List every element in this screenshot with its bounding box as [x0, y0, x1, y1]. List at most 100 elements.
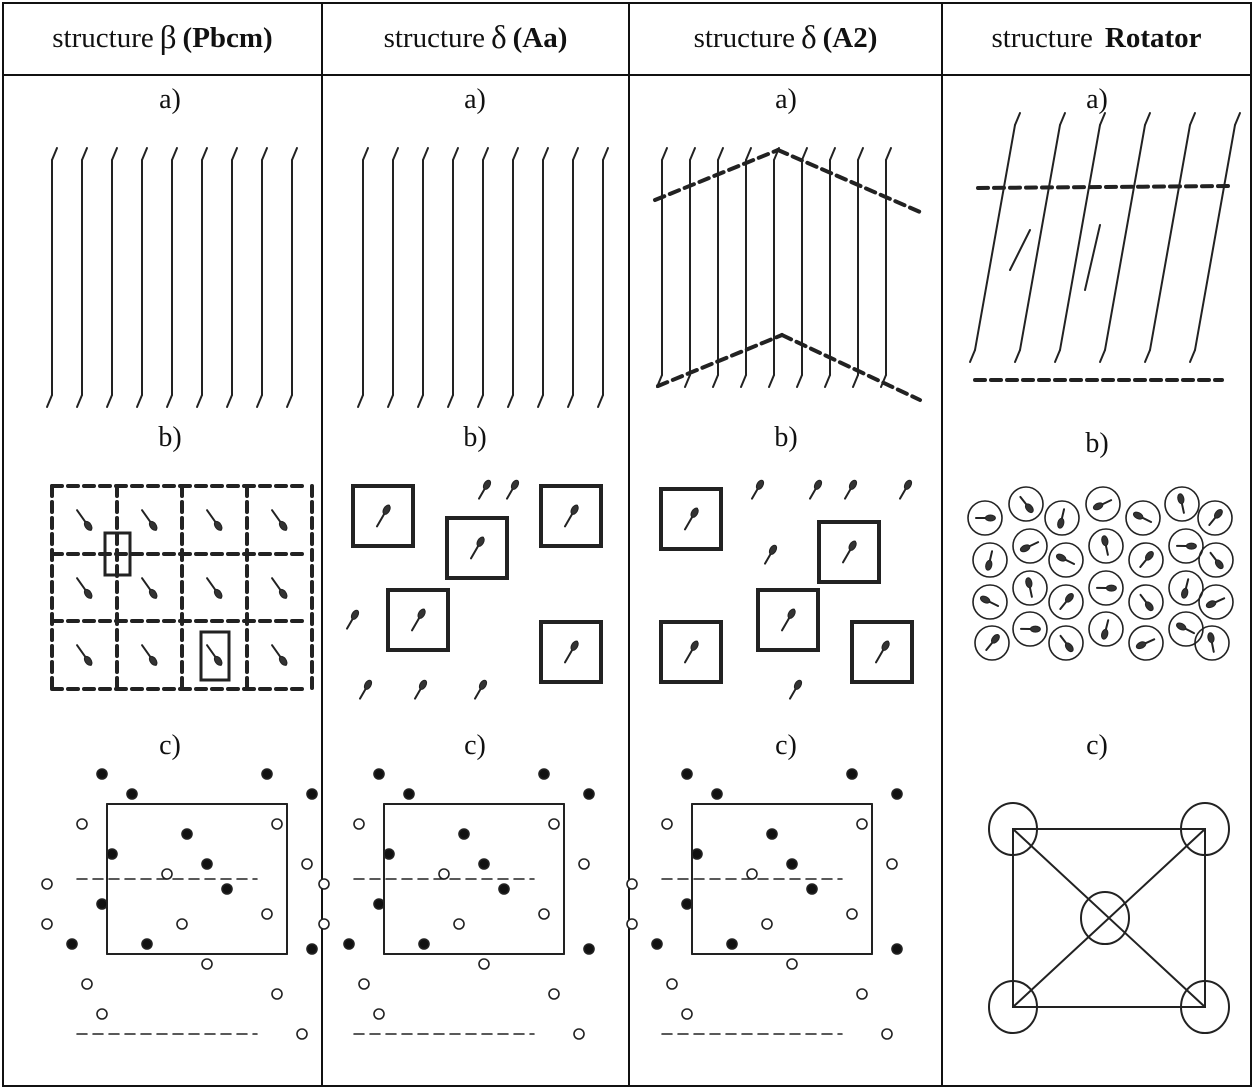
projection-head — [83, 520, 93, 531]
chain-molecule — [447, 147, 459, 408]
projection-head — [768, 544, 778, 555]
chain-end-wing — [1189, 112, 1196, 126]
chain-end-wing — [171, 147, 178, 161]
open-atom — [453, 918, 465, 930]
projection-head — [278, 588, 288, 599]
projection-head — [990, 634, 1000, 644]
chain-molecule — [852, 147, 864, 388]
rotator-disc — [972, 542, 1008, 578]
rotator-arrow — [979, 595, 1000, 607]
open-atom — [661, 818, 673, 830]
rotator-site-circle — [988, 802, 1038, 856]
chain-end-wing — [51, 147, 58, 161]
projection-head — [382, 504, 391, 515]
molecule-projection — [76, 509, 93, 531]
molecule-projection — [506, 479, 520, 500]
chain-end-wing — [829, 147, 836, 161]
projection-head — [1185, 542, 1197, 550]
rotator-arrow — [1096, 584, 1117, 592]
rotator-arrow — [985, 550, 994, 571]
rotator-disc — [967, 500, 1003, 536]
projection-head — [690, 640, 699, 651]
rotator-arrow — [1205, 597, 1226, 609]
open-atom — [538, 908, 550, 920]
open-atom — [318, 918, 330, 930]
molecule-projection — [376, 504, 391, 528]
projection-head — [570, 504, 579, 515]
projection-head — [350, 609, 360, 620]
panel-label-b: b) — [463, 422, 487, 453]
chain-molecule — [357, 147, 369, 408]
column-header-delta-aa: structure δ (Aa) — [322, 2, 629, 74]
unit-cell-box — [539, 620, 603, 684]
chain-molecule — [768, 147, 780, 388]
open-atom — [681, 1008, 693, 1020]
projection-head — [1214, 559, 1224, 570]
projection-head — [1092, 502, 1104, 511]
chain-end-wing — [745, 147, 752, 161]
molecule-projection — [411, 608, 426, 632]
projection-head — [278, 655, 288, 666]
molecule-projection — [684, 640, 699, 664]
chain-end-wing — [969, 349, 976, 363]
header-prefix: structure — [52, 21, 154, 54]
chain-end-wing — [231, 147, 238, 161]
open-atom — [626, 918, 638, 930]
rotator-disc — [1125, 500, 1161, 536]
projection-head — [1055, 553, 1067, 562]
filled-atom — [221, 883, 233, 895]
projection-head — [148, 588, 158, 599]
chain-end-wing — [857, 147, 864, 161]
rotator-disc — [1164, 486, 1200, 522]
filled-atom — [691, 848, 703, 860]
panel-a-rotator-chains — [969, 112, 1241, 382]
chain-end-wing — [1189, 349, 1196, 363]
molecule-projection — [206, 644, 223, 666]
chain-end-wing — [482, 147, 489, 161]
chain-end-wing — [291, 147, 298, 161]
open-atom — [76, 818, 88, 830]
chain-end-wing — [567, 394, 574, 408]
filled-atom — [846, 768, 858, 780]
molecule-projection — [206, 509, 223, 531]
projection-head — [848, 540, 857, 551]
molecule-projection — [751, 479, 765, 500]
column-header-beta-pbcm: structure β (Pbcm) — [3, 2, 322, 74]
chain-kink — [1009, 229, 1031, 271]
filled-atom — [478, 858, 490, 870]
filled-atom — [126, 788, 138, 800]
chain-molecule — [684, 147, 696, 388]
rotator-arrow — [1207, 632, 1215, 653]
rotator-site-circle — [1180, 980, 1230, 1034]
rotator-arrow — [1020, 625, 1041, 633]
chain-molecule — [796, 147, 808, 388]
molecule-projection — [781, 608, 796, 632]
filled-atom — [786, 858, 798, 870]
chain-molecule — [106, 147, 118, 408]
chain-end-wing — [507, 394, 514, 408]
filled-atom — [306, 943, 318, 955]
open-atom — [301, 858, 313, 870]
projection-head — [213, 520, 223, 531]
chain-end-wing — [1099, 349, 1106, 363]
filled-atom — [458, 828, 470, 840]
chain-end-wing — [201, 147, 208, 161]
chain-end-wing — [542, 147, 549, 161]
unit-cell-box — [199, 630, 231, 682]
chain-end-wing — [392, 147, 399, 161]
chain-end-wing — [773, 147, 780, 161]
chain-end-wing — [76, 394, 83, 408]
rotator-disc — [1012, 528, 1048, 564]
panel-c-delta-aa-cell — [318, 768, 595, 1040]
projection-head — [418, 679, 428, 690]
chain-end-wing — [357, 394, 364, 408]
chain-end-wing — [387, 394, 394, 408]
rotator-disc — [1048, 625, 1084, 661]
projection-head — [1144, 601, 1154, 612]
rotator-disc — [1128, 542, 1164, 578]
rotator-arrow — [975, 514, 996, 522]
chain-molecule — [1144, 112, 1196, 363]
molecule-projection — [564, 640, 579, 664]
open-atom — [578, 858, 590, 870]
molecule-projection — [414, 679, 428, 700]
